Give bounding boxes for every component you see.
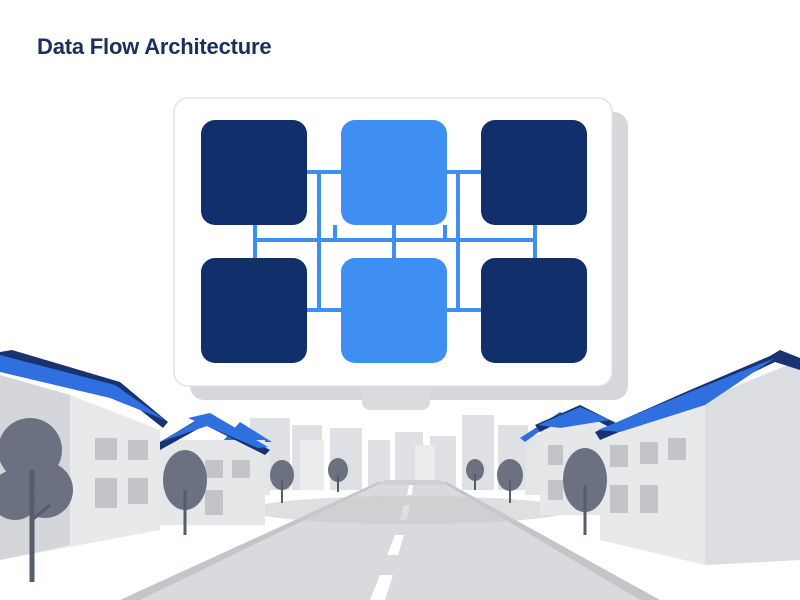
tree-icon <box>497 459 523 503</box>
tree-icon <box>328 458 348 492</box>
node-bottom-right <box>481 258 587 363</box>
node-bottom-center <box>341 258 447 363</box>
page-title: Data Flow Architecture <box>37 34 272 59</box>
node-top-right <box>481 120 587 225</box>
node-bottom-left <box>201 258 307 363</box>
tree-icon <box>563 448 607 535</box>
connectors <box>253 170 537 312</box>
tree-icon <box>270 460 294 503</box>
tree-icon <box>163 450 207 535</box>
trees <box>0 418 607 582</box>
tree-icon <box>466 459 484 490</box>
house-right-near <box>595 350 800 565</box>
node-top-center <box>341 120 447 225</box>
nodes <box>201 120 587 363</box>
node-top-left <box>201 120 307 225</box>
tree-icon <box>0 418 73 582</box>
